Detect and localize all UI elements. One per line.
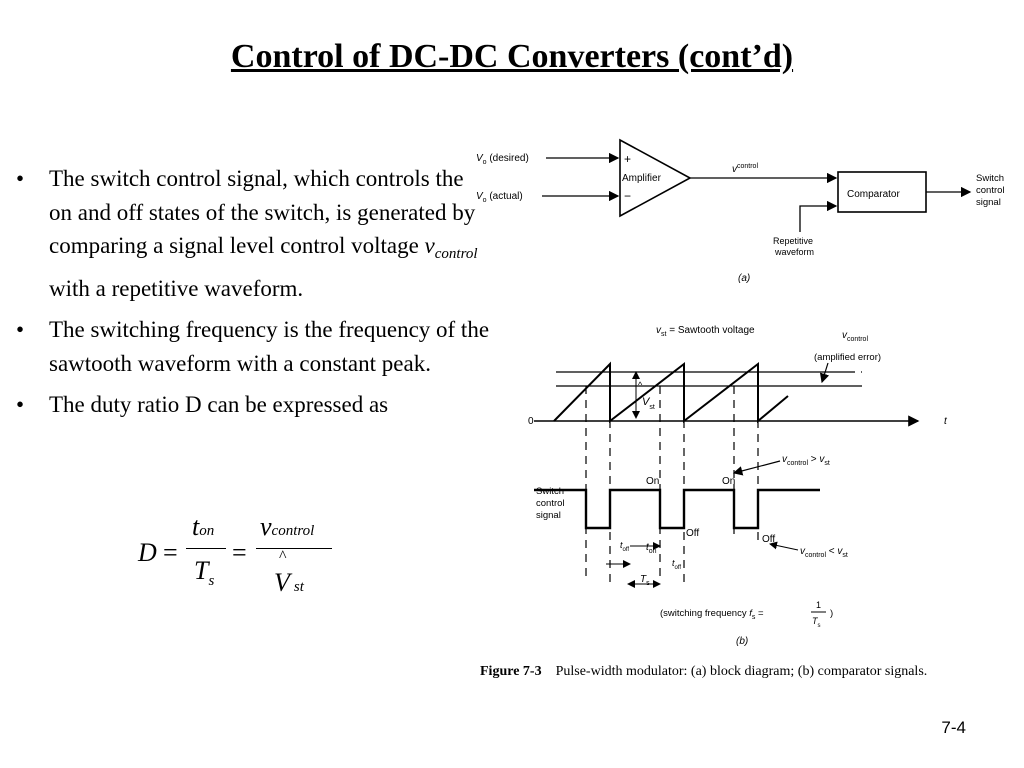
caption-text: Pulse-width modulator: (a) block diagram… bbox=[555, 664, 928, 679]
block-diagram: Vo (desired) Vo (actual) + − Amplifier v… bbox=[476, 138, 1005, 284]
bullet-list: The switch control signal, which control… bbox=[12, 162, 490, 430]
Ts-label: Ts bbox=[640, 574, 650, 587]
svg-text:control: control bbox=[536, 498, 565, 509]
svg-text:On: On bbox=[722, 476, 735, 487]
t-axis-label: t bbox=[944, 416, 948, 427]
eq-hat: ^ bbox=[279, 548, 287, 565]
bullet-item: The switch control signal, which control… bbox=[12, 162, 490, 305]
minus-sign: − bbox=[624, 189, 631, 203]
input-desired-label: Vo (desired) bbox=[476, 153, 529, 166]
svg-text:signal: signal bbox=[976, 197, 1001, 208]
pwm-figure: Vo (desired) Vo (actual) + − Amplifier v… bbox=[476, 138, 1005, 647]
slide-title: Control of DC-DC Converters (cont’d) bbox=[230, 38, 794, 75]
svg-text:On: On bbox=[646, 476, 659, 487]
eq-den1: Ts bbox=[194, 556, 215, 589]
eq-num1: ton bbox=[192, 512, 215, 541]
bullet-item: The switching frequency is the frequency… bbox=[12, 313, 490, 380]
label-a: (a) bbox=[738, 273, 750, 284]
page-number: 7-4 bbox=[941, 718, 966, 737]
label-b: (b) bbox=[736, 636, 748, 647]
svg-text:waveform: waveform bbox=[774, 247, 814, 257]
amplifier-label: Amplifier bbox=[622, 173, 662, 184]
math-subscript: control bbox=[434, 246, 478, 262]
t-on-label: ton bbox=[646, 542, 657, 555]
eq-num2: vcontrol bbox=[260, 512, 315, 541]
freq-numerator: 1 bbox=[816, 600, 821, 610]
svg-text:Repetitive: Repetitive bbox=[773, 236, 813, 246]
svg-text:control: control bbox=[976, 185, 1005, 196]
eq-lhs: D bbox=[138, 538, 157, 567]
caption-label: Figure 7-3 bbox=[480, 664, 542, 679]
comparator-label: Comparator bbox=[847, 189, 900, 200]
vcontrol-signal-label: vcontrol bbox=[842, 330, 868, 343]
plus-sign: + bbox=[624, 152, 631, 166]
figure-caption: Figure 7-3 Pulse-width modulator: (a) blo… bbox=[480, 664, 927, 680]
t-off-label-2: toff bbox=[672, 558, 681, 571]
peak-label: Vst bbox=[642, 396, 655, 411]
freq-denominator: Ts bbox=[812, 616, 821, 629]
condition-less: vcontrol < vst bbox=[800, 546, 848, 559]
math-variable: v bbox=[424, 233, 435, 258]
svg-text:Off: Off bbox=[686, 528, 699, 539]
svg-text:): ) bbox=[830, 608, 833, 619]
svg-text:Off: Off bbox=[762, 534, 775, 545]
eq-fraction-bar bbox=[186, 548, 226, 549]
t-off-label: toff bbox=[620, 540, 629, 553]
vcontrol-label: vcontrol bbox=[732, 163, 758, 175]
condition-greater: vcontrol > vst bbox=[782, 454, 830, 467]
svg-text:(amplified error): (amplified error) bbox=[814, 352, 881, 363]
svg-text:Switch: Switch bbox=[536, 486, 564, 497]
switching-frequency-label: (switching frequency fs = bbox=[660, 608, 764, 621]
input-actual-label: Vo (actual) bbox=[476, 191, 523, 204]
eq-fraction-bar bbox=[256, 548, 332, 549]
comparator-signals: vst = Sawtooth voltage vcontrol (amplifi… bbox=[528, 325, 948, 647]
sawtooth-label: vst = Sawtooth voltage bbox=[656, 325, 755, 338]
bullet-item: The duty ratio D can be expressed as bbox=[12, 388, 490, 422]
origin-label: 0 bbox=[528, 416, 534, 427]
eq-equals: = bbox=[232, 538, 247, 567]
svg-text:signal: signal bbox=[536, 510, 561, 521]
eq-equals: = bbox=[163, 538, 178, 567]
svg-text:^: ^ bbox=[638, 380, 643, 390]
amplifier-triangle bbox=[619, 138, 692, 218]
switch-signal-waveform bbox=[534, 488, 820, 530]
svg-text:Switch: Switch bbox=[976, 173, 1004, 184]
